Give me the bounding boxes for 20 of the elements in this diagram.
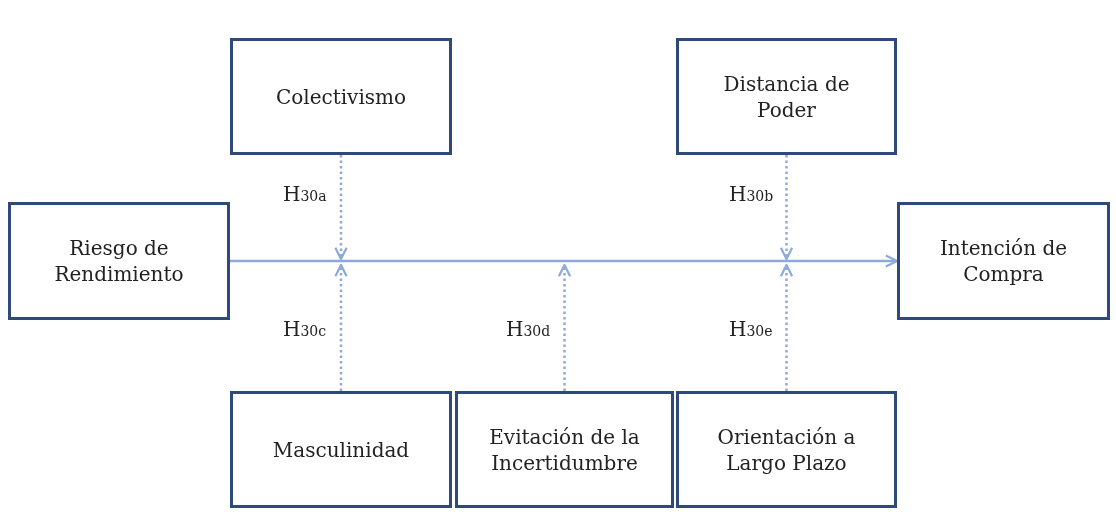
box-label: Evitación de la Incertidumbre xyxy=(488,423,641,476)
box-label: Riesgo de Rendimiento xyxy=(53,235,185,287)
concept-box xyxy=(676,391,897,508)
concept-box xyxy=(455,391,674,508)
box-label: Colectivismo xyxy=(274,83,408,110)
dotted-arrow xyxy=(557,263,572,391)
box-label: Intención de Compra xyxy=(938,235,1069,287)
concept-box xyxy=(230,391,452,508)
concept-box xyxy=(230,38,452,155)
box-label: Masculinidad xyxy=(271,436,411,463)
dotted-arrow xyxy=(334,155,348,261)
box-label: Distancia de Poder xyxy=(722,70,851,123)
concept-box xyxy=(8,202,230,320)
dotted-arrow xyxy=(334,263,348,391)
dotted-arrow xyxy=(779,263,794,391)
arrow xyxy=(230,254,899,268)
box-label: Orientación a Largo Plazo xyxy=(716,423,857,476)
concept-box xyxy=(676,38,897,155)
dotted-arrow xyxy=(779,155,794,261)
concept-box xyxy=(897,202,1110,320)
